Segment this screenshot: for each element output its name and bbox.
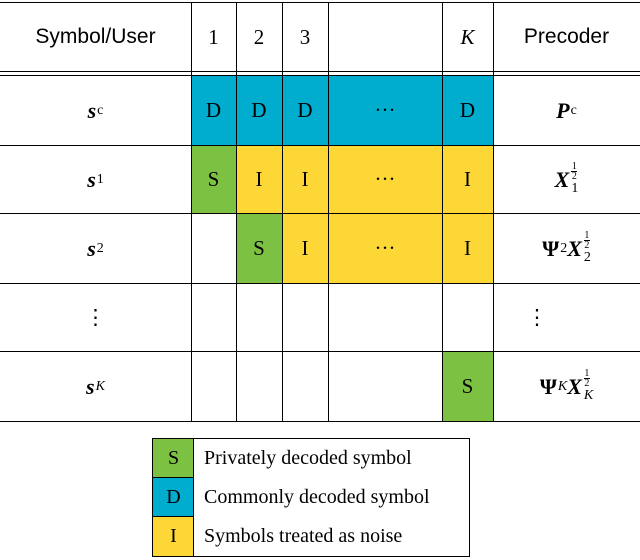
col-rule xyxy=(442,2,443,422)
col-rule xyxy=(328,2,329,422)
header-user-1: 1 xyxy=(208,24,219,49)
legend-label-noise: Symbols treated as noise xyxy=(204,525,403,547)
cell-s2-ellipsis: ··· xyxy=(374,236,396,260)
col-rule xyxy=(191,2,192,422)
precoder-subscript: c xyxy=(570,102,577,118)
symbol-subscript: 1 xyxy=(96,171,104,187)
symbol-s: s xyxy=(87,166,96,192)
precoder-subscript: 2 xyxy=(583,250,591,265)
cell-sc-uK: D xyxy=(459,98,476,122)
cell-s2-u1 xyxy=(191,214,236,283)
cell-s2-u2: S xyxy=(253,236,265,260)
legend-label-common: Commonly decoded symbol xyxy=(204,486,430,508)
legend-swatch-common xyxy=(153,478,194,517)
row-rule xyxy=(0,283,640,284)
cell-sc-u3: D xyxy=(297,98,313,122)
precoder-subscript: 1 xyxy=(571,181,579,196)
symbol-s: s xyxy=(87,235,96,261)
noise-band-s2 xyxy=(283,214,493,283)
precoder-symbol: X xyxy=(567,373,582,399)
precoder-psi: Ψ xyxy=(542,235,560,261)
cell-sc-u2: D xyxy=(251,98,267,122)
cell-s1-ellipsis: ··· xyxy=(374,167,396,191)
row-rule xyxy=(0,213,640,214)
precoder-symbol: P xyxy=(556,97,570,123)
symbol-s: s xyxy=(87,97,97,123)
legend-label-private: Privately decoded symbol xyxy=(204,447,412,469)
private-cell-sK-uK xyxy=(443,352,493,421)
row-rule xyxy=(0,145,640,146)
row-rule xyxy=(0,351,640,352)
cell-s2-uK: I xyxy=(464,236,471,260)
legend-swatch-private xyxy=(153,439,194,478)
noise-band-s1 xyxy=(237,146,493,214)
header-precoder: Precoder xyxy=(523,25,610,48)
legend-swatch-noise xyxy=(153,517,194,556)
private-cell-s1-u1 xyxy=(192,146,237,214)
cell-s1-uK: I xyxy=(464,167,471,191)
cell-sc-ellipsis: ··· xyxy=(374,98,396,122)
symbol-s: s xyxy=(86,373,95,399)
precoder-symbol: X xyxy=(554,166,570,192)
header-symbol-user: Symbol/User xyxy=(35,25,156,48)
precoder-vdots: ⋮ xyxy=(526,305,548,329)
cell-s1-u2: I xyxy=(255,167,263,191)
precoder-psi: Ψ xyxy=(539,373,557,399)
cell-s2-u3: I xyxy=(301,236,309,260)
legend-key-private: S xyxy=(167,447,180,469)
header-rule-1 xyxy=(0,71,640,72)
cell-s1-u1: S xyxy=(207,167,220,191)
cell-sK-uK: S xyxy=(461,374,474,398)
precoder-psi-subscript: K xyxy=(557,378,568,394)
symbol-vdots: ⋮ xyxy=(85,305,106,329)
legend-key-common: D xyxy=(166,486,181,508)
col-rule xyxy=(493,2,494,422)
cell-s1-u3: I xyxy=(301,167,309,191)
header-user-2: 2 xyxy=(253,24,265,49)
table-top-rule xyxy=(0,2,640,3)
symbol-subscript: c xyxy=(97,102,104,118)
header-user-K: K xyxy=(460,24,475,49)
header-rule-2 xyxy=(0,75,640,76)
cell-sc-u1: D xyxy=(205,98,222,122)
private-cell-s2-u2 xyxy=(237,214,283,283)
precoder-psi-subscript: 2 xyxy=(560,240,568,256)
precoder-subscript: K xyxy=(583,388,594,403)
header-user-3: 3 xyxy=(299,24,311,49)
symbol-subscript: K xyxy=(95,378,105,394)
legend xyxy=(152,438,470,557)
col-rule xyxy=(236,2,237,422)
col-rule xyxy=(282,2,283,422)
table-bottom-rule xyxy=(0,421,640,422)
precoder-symbol: X xyxy=(567,235,582,261)
symbol-subscript: 2 xyxy=(96,240,104,256)
legend-key-noise: I xyxy=(170,525,177,547)
